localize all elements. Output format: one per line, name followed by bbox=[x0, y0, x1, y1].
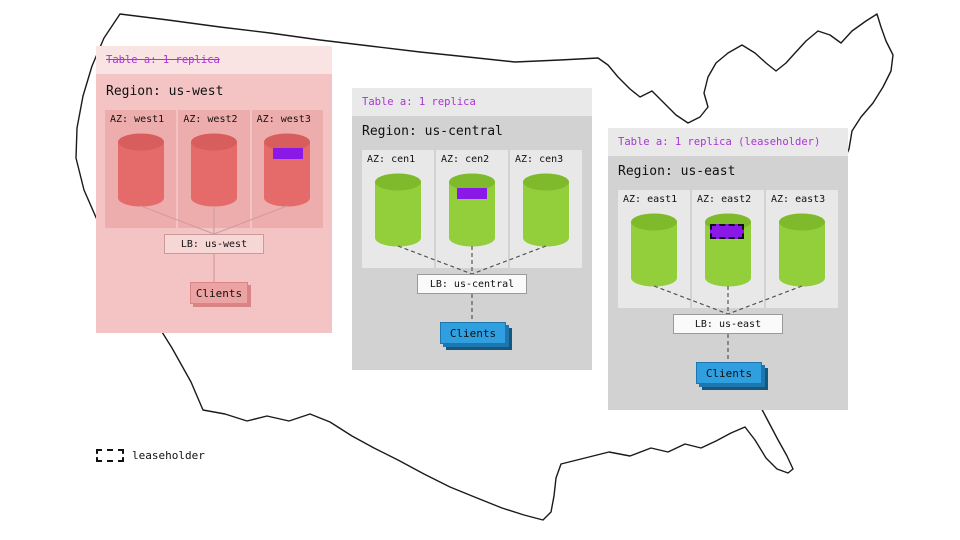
load-balancer-us-west: LB: us-west bbox=[164, 234, 264, 254]
az-box-cen2: AZ: cen2 bbox=[436, 150, 508, 268]
az-box-east1: AZ: east1 bbox=[618, 190, 690, 308]
table-replica-header-central: Table a: 1 replica bbox=[352, 88, 592, 116]
replica-cylinder-west3 bbox=[264, 133, 311, 207]
region-label-us-central: Region: us-central bbox=[362, 124, 503, 139]
clients-box-us-central: Clients bbox=[440, 322, 506, 344]
az-label-cen1: AZ: cen1 bbox=[367, 154, 416, 165]
replica-cylinder-west2 bbox=[190, 133, 237, 207]
az-box-cen3: AZ: cen3 bbox=[510, 150, 582, 268]
legend: leaseholder bbox=[96, 449, 205, 462]
az-row-us-central: AZ: cen1 AZ: cen2 AZ: cen3 bbox=[362, 150, 582, 268]
az-label-east1: AZ: east1 bbox=[623, 194, 678, 205]
region-panel-us-west: Table a: 1 replica Region: us-west AZ: w… bbox=[96, 46, 332, 333]
table-replica-label-east: Table a: 1 replica (leaseholder) bbox=[618, 136, 821, 148]
table-replica-label-central: Table a: 1 replica bbox=[362, 96, 476, 108]
replica-cylinder-cen1 bbox=[375, 173, 421, 247]
replica-cylinder-cen3 bbox=[523, 173, 569, 247]
region-panel-us-east: Table a: 1 replica (leaseholder) Region:… bbox=[608, 128, 848, 410]
legend-label: leaseholder bbox=[132, 449, 205, 462]
az-box-east2: AZ: east2 bbox=[692, 190, 764, 308]
table-replica-header-east: Table a: 1 replica (leaseholder) bbox=[608, 128, 848, 156]
replica-cylinder-west1 bbox=[117, 133, 164, 207]
az-box-east3: AZ: east3 bbox=[766, 190, 838, 308]
az-row-us-west: AZ: west1 AZ: west2 AZ: west3 bbox=[105, 110, 323, 228]
az-label-west2: AZ: west2 bbox=[183, 114, 238, 125]
az-box-west1: AZ: west1 bbox=[105, 110, 177, 228]
region-label-us-east: Region: us-east bbox=[618, 164, 736, 179]
clients-box-us-east: Clients bbox=[696, 362, 762, 384]
az-box-west2: AZ: west2 bbox=[178, 110, 250, 228]
az-label-east2: AZ: east2 bbox=[697, 194, 752, 205]
az-label-cen2: AZ: cen2 bbox=[441, 154, 490, 165]
table-replica-header-west: Table a: 1 replica bbox=[96, 46, 332, 74]
replica-cylinder-east1 bbox=[631, 213, 677, 287]
replica-marker-cen2 bbox=[457, 188, 487, 199]
leaseholder-swatch-icon bbox=[96, 449, 124, 462]
az-label-west3: AZ: west3 bbox=[256, 114, 311, 125]
table-replica-label-west: Table a: 1 replica bbox=[106, 54, 220, 66]
load-balancer-us-central: LB: us-central bbox=[417, 274, 527, 294]
replica-marker-west3 bbox=[272, 148, 303, 159]
az-label-west1: AZ: west1 bbox=[110, 114, 165, 125]
az-box-cen1: AZ: cen1 bbox=[362, 150, 434, 268]
leaseholder-marker-east2 bbox=[710, 224, 744, 239]
clients-box-us-west: Clients bbox=[190, 282, 248, 304]
az-label-east3: AZ: east3 bbox=[771, 194, 826, 205]
region-panel-us-central: Table a: 1 replica Region: us-central AZ… bbox=[352, 88, 592, 370]
az-label-cen3: AZ: cen3 bbox=[515, 154, 564, 165]
replica-cylinder-east3 bbox=[779, 213, 825, 287]
az-box-west3: AZ: west3 bbox=[251, 110, 323, 228]
load-balancer-us-east: LB: us-east bbox=[673, 314, 783, 334]
replica-cylinder-cen2 bbox=[449, 173, 495, 247]
az-row-us-east: AZ: east1 AZ: east2 AZ: east3 bbox=[618, 190, 838, 308]
region-label-us-west: Region: us-west bbox=[106, 84, 224, 99]
